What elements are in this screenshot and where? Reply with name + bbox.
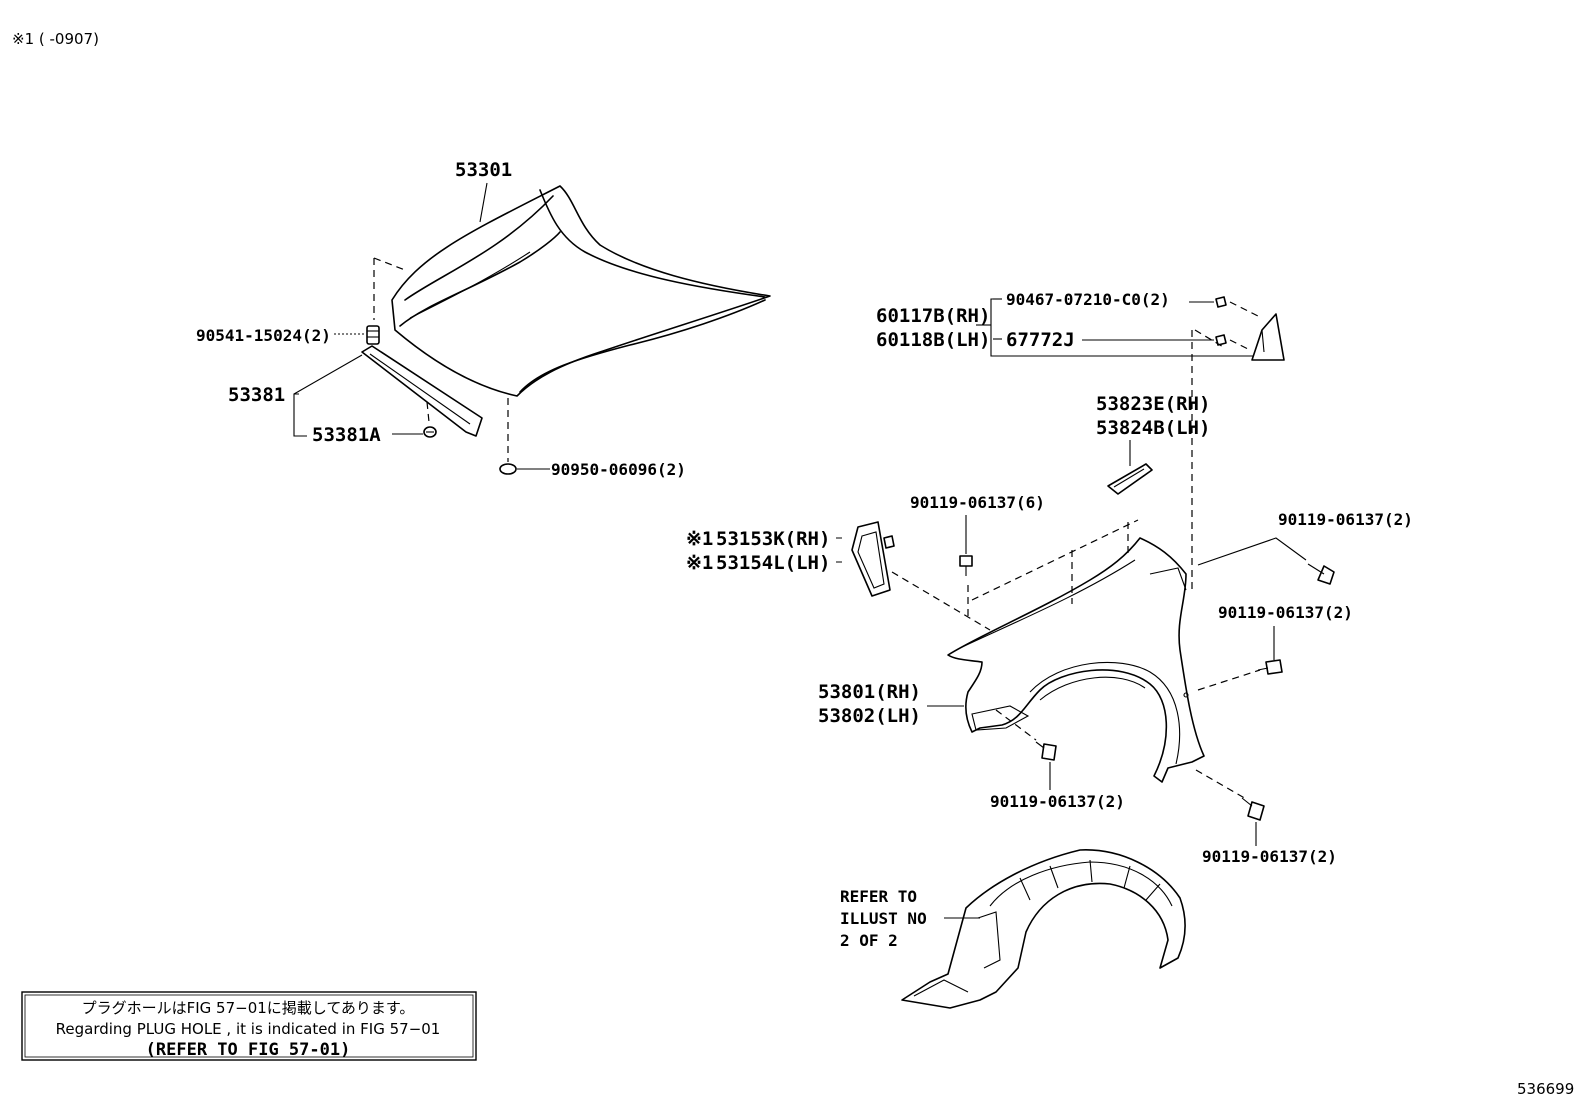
note-refer: (REFER TO FIG 57-01) bbox=[146, 1040, 351, 1060]
fender-spacer bbox=[851, 521, 895, 597]
label-fender-lh: 53802(LH) bbox=[818, 705, 921, 727]
label-refer-line1: REFER TO bbox=[840, 887, 917, 906]
fender-bracket bbox=[1107, 463, 1153, 495]
label-screw-b: 67772J bbox=[1006, 329, 1075, 351]
label-refer-line3: 2 OF 2 bbox=[840, 931, 898, 950]
bolt-icon bbox=[1257, 659, 1283, 675]
bolt-icon bbox=[1241, 797, 1265, 821]
bolt-icon bbox=[1035, 741, 1057, 761]
label-spacer-mark-2: ※1 bbox=[686, 552, 713, 574]
screw-icon bbox=[1215, 296, 1227, 346]
label-mud-lh: 60118B(LH) bbox=[876, 329, 990, 351]
label-seal-sub: 53381A bbox=[312, 424, 381, 446]
hood-leader bbox=[479, 182, 488, 223]
label-bolt-bottom-right: 90119-06137(2) bbox=[1202, 847, 1337, 866]
label-bolt-bottom-left: 90119-06137(2) bbox=[990, 792, 1125, 811]
bolt-icon bbox=[959, 555, 973, 576]
label-bolt-top: 90119-06137(6) bbox=[910, 493, 1045, 512]
label-mud-rh: 60117B(RH) bbox=[876, 305, 990, 327]
label-hood: 53301 bbox=[455, 159, 512, 181]
label-bracket-lh: 53824B(LH) bbox=[1096, 417, 1210, 439]
note-jp: プラグホールはFIG 57−01に掲載してあります。 bbox=[82, 999, 415, 1017]
header-note: ※1 ( -0907) bbox=[12, 30, 99, 48]
diagram-id: 536699 bbox=[1517, 1080, 1574, 1098]
plug-icon bbox=[499, 463, 517, 475]
clip-icon bbox=[423, 426, 437, 438]
label-cushion: 90541-15024(2) bbox=[196, 326, 331, 345]
label-refer-line2: ILLUST NO bbox=[840, 909, 927, 928]
hood-panel bbox=[391, 185, 771, 397]
label-spacer-lh: 53154L(LH) bbox=[716, 552, 830, 574]
label-spacer-mark-1: ※1 bbox=[686, 528, 713, 550]
label-bolt-right-top: 90119-06137(2) bbox=[1278, 510, 1413, 529]
label-plug-hood: 90950-06096(2) bbox=[551, 460, 686, 479]
label-bolt-right-mid: 90119-06137(2) bbox=[1218, 603, 1353, 622]
note-box: プラグホールはFIG 57−01に掲載してあります。 Regarding PLU… bbox=[21, 991, 477, 1061]
label-screw-a: 90467-07210-C0(2) bbox=[1006, 290, 1170, 309]
front-fender bbox=[947, 537, 1205, 783]
note-en: Regarding PLUG HOLE , it is indicated in… bbox=[56, 1020, 441, 1038]
hood-cushion bbox=[366, 325, 380, 345]
label-bracket-rh: 53823E(RH) bbox=[1096, 393, 1210, 415]
mudguard-panel bbox=[1251, 313, 1285, 361]
label-fender-rh: 53801(RH) bbox=[818, 681, 921, 703]
label-seal: 53381 bbox=[228, 384, 285, 406]
label-spacer-rh: 53153K(RH) bbox=[716, 528, 830, 550]
bolt-icon bbox=[1307, 563, 1335, 585]
fender-liner bbox=[901, 849, 1186, 1009]
hood-seal bbox=[361, 345, 483, 437]
